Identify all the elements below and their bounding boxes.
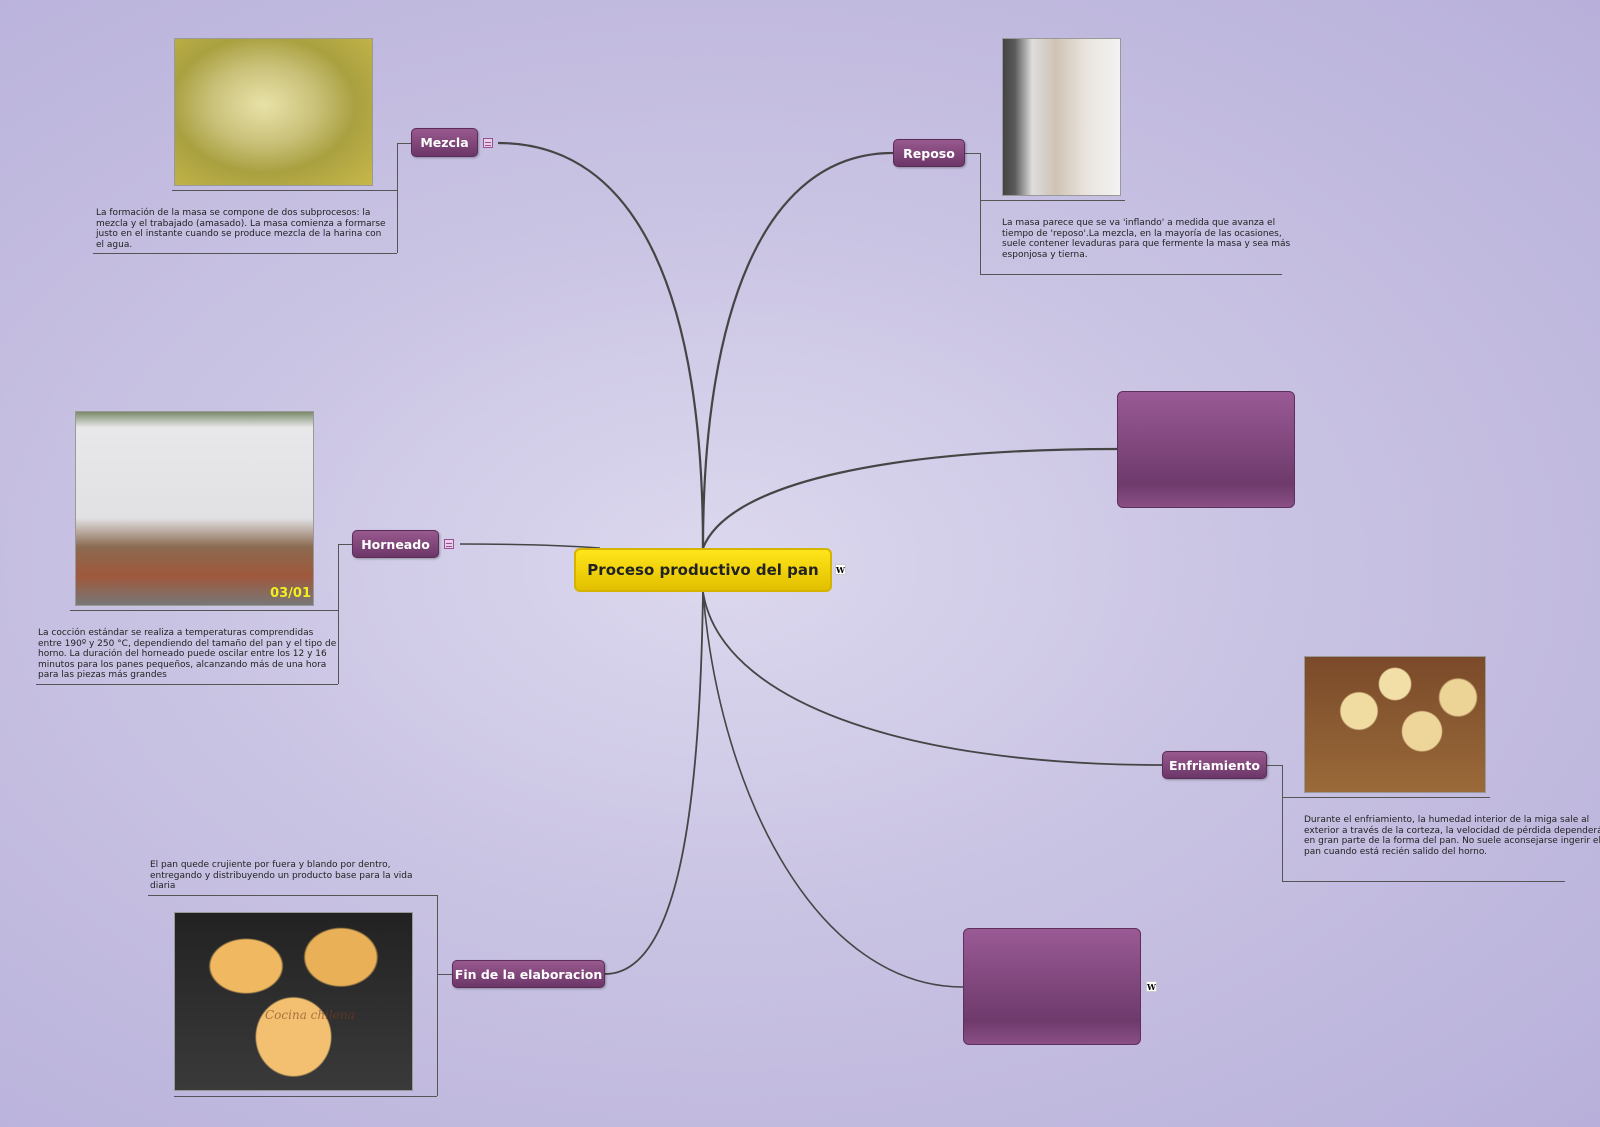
bracket (980, 153, 981, 274)
horneado-photo: 03/01 (75, 411, 314, 606)
topic-blank-2[interactable] (963, 928, 1141, 1045)
divider (980, 200, 1125, 201)
topic-enfriamiento[interactable]: Enfriamiento (1162, 751, 1267, 779)
bracket (437, 974, 452, 975)
divider (1282, 797, 1490, 798)
divider (148, 895, 437, 896)
mezcla-photo (174, 38, 373, 186)
wiki-icon[interactable]: W (1146, 981, 1157, 992)
link-reposo (701, 151, 894, 549)
topic-horneado[interactable]: Horneado (352, 530, 439, 558)
enfriamiento-note: Durante el enfriamiento, la humedad inte… (1304, 815, 1600, 857)
bracket (1267, 765, 1282, 766)
central-topic[interactable]: Proceso productivo del pan (574, 548, 832, 592)
bracket (338, 544, 352, 545)
fin-photo: Cocina chilena (174, 912, 413, 1091)
divider (93, 253, 397, 254)
collapse-icon[interactable] (444, 539, 454, 549)
topic-mezcla[interactable]: Mezcla (411, 128, 478, 157)
horneado-note: La cocción estándar se realiza a tempera… (38, 628, 337, 680)
collapse-icon[interactable] (483, 138, 493, 148)
link-blank-1 (701, 447, 1118, 549)
wiki-icon[interactable]: W (835, 564, 846, 575)
topic-fin-de-la-elaboracion[interactable]: Fin de la elaboracion (452, 960, 605, 988)
reposo-note: La masa parece que se va 'inflando' a me… (1002, 218, 1291, 260)
bracket (397, 143, 398, 253)
divider (1282, 881, 1565, 882)
link-horneado (459, 543, 601, 549)
divider (70, 610, 338, 611)
topic-reposo[interactable]: Reposo (893, 139, 965, 167)
bracket (965, 153, 980, 154)
enfriamiento-photo (1304, 656, 1486, 793)
mezcla-note: La formación de la masa se compone de do… (96, 208, 386, 250)
link-mezcla (497, 141, 705, 549)
link-blank-2 (702, 591, 964, 988)
link-enfriamiento (702, 591, 1163, 766)
bracket (437, 895, 438, 1096)
bracket (338, 544, 339, 684)
divider (174, 1096, 437, 1097)
link-fin (604, 591, 704, 975)
bracket (1282, 765, 1283, 881)
reposo-photo (1002, 38, 1121, 196)
bracket (397, 143, 411, 144)
divider (36, 684, 338, 685)
divider (172, 190, 397, 191)
photo-watermark: Cocina chilena (265, 1008, 355, 1022)
photo-date-stamp: 03/01 (270, 586, 311, 601)
fin-note: El pan quede crujiente por fuera y bland… (150, 860, 413, 891)
divider (980, 274, 1282, 275)
topic-blank-1[interactable] (1117, 391, 1295, 508)
